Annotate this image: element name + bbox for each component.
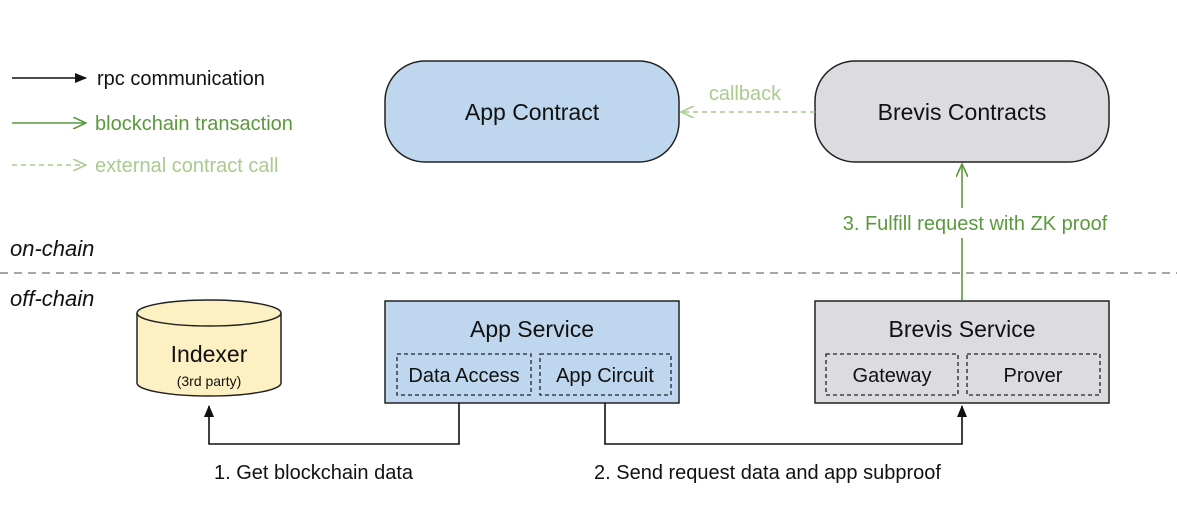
legend: rpc communication blockchain transaction… bbox=[12, 68, 293, 177]
legend-external-label: external contract call bbox=[95, 155, 278, 177]
gateway-label: Gateway bbox=[853, 365, 932, 387]
app-circuit-box bbox=[539, 353, 672, 396]
app-service-label: App Service bbox=[470, 316, 594, 342]
app-contract-node: App Contract bbox=[384, 60, 680, 163]
gateway-box bbox=[825, 353, 959, 396]
legend-tx-label: blockchain transaction bbox=[95, 113, 293, 135]
indexer-sub-label: (3rd party) bbox=[177, 373, 242, 389]
prover-box bbox=[966, 353, 1101, 396]
indexer-label: Indexer bbox=[171, 341, 248, 367]
get-data-arrow bbox=[204, 403, 460, 445]
callback-label: callback bbox=[709, 83, 782, 105]
brevis-contracts-label: Brevis Contracts bbox=[878, 99, 1047, 125]
get-data-label: 1. Get blockchain data bbox=[214, 462, 414, 484]
fulfill-label-bg bbox=[822, 208, 1128, 238]
send-request-label: 2. Send request data and app subproof bbox=[594, 462, 941, 484]
prover-label: Prover bbox=[1004, 365, 1063, 387]
off-chain-label: off-chain bbox=[10, 286, 94, 311]
brevis-contracts-node: Brevis Contracts bbox=[814, 60, 1110, 163]
app-service-node: App Service Data Access App Circuit bbox=[384, 300, 680, 404]
fulfill-label: 3. Fulfill request with ZK proof bbox=[843, 213, 1108, 235]
app-contract-label: App Contract bbox=[465, 99, 600, 125]
on-chain-label: on-chain bbox=[10, 236, 94, 261]
legend-rpc-label: rpc communication bbox=[97, 68, 265, 90]
brevis-service-node: Brevis Service Gateway Prover bbox=[814, 300, 1110, 404]
brevis-service-label: Brevis Service bbox=[889, 316, 1036, 342]
data-access-box bbox=[396, 353, 532, 396]
send-request-arrow bbox=[604, 403, 967, 445]
indexer-node: Indexer (3rd party) bbox=[136, 299, 282, 397]
app-circuit-label: App Circuit bbox=[556, 365, 654, 387]
data-access-label: Data Access bbox=[408, 365, 519, 387]
